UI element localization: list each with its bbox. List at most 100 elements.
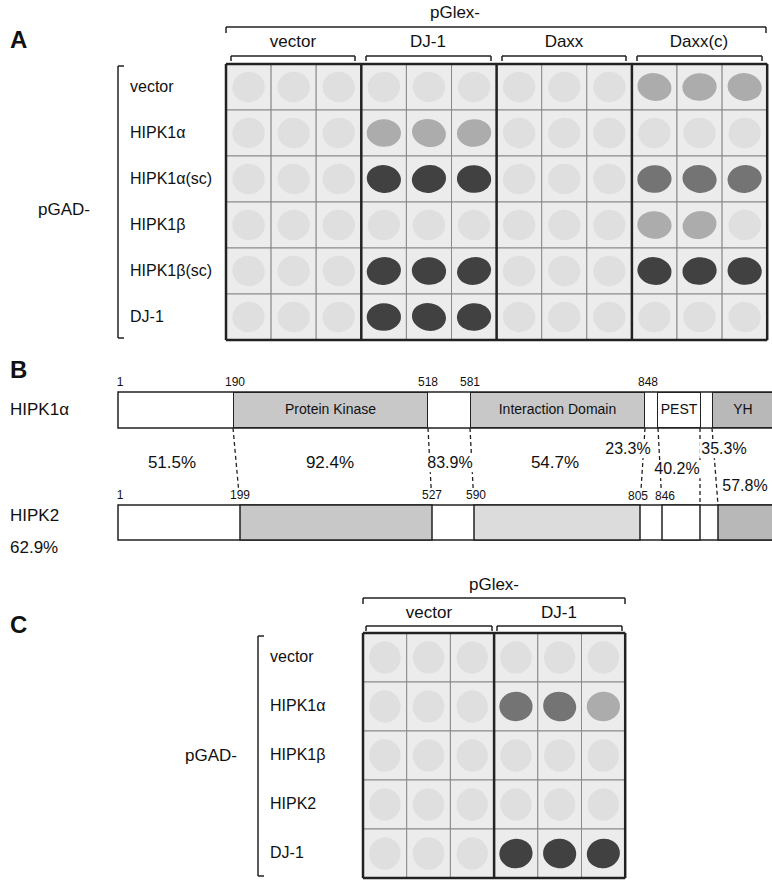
row-label: HIPK2 [268,795,318,813]
grid-cell [722,156,767,202]
yeast-spot [365,638,404,677]
yeast-spot [454,639,491,677]
grid-cell [226,156,271,202]
yeast-spot [411,70,447,104]
grid-cell [407,731,451,780]
bracket [502,55,626,57]
grid-cell [587,294,632,340]
grid-cell [363,731,407,780]
column-header: vector [268,33,318,52]
yeast-spot [728,210,761,241]
yeast-spot [546,299,583,334]
grid-cell [582,829,626,878]
protein-name: HIPK2 [8,507,61,526]
yeast-spot [367,688,403,724]
grid-cell [450,731,494,780]
grid-cell [316,64,361,110]
group-divider [225,64,228,340]
yeast-spot [593,72,626,103]
identity-percent: 40.2% [652,460,701,478]
grid-cell [587,202,632,248]
grid-cell [407,829,451,878]
grid-cell [494,633,538,682]
yeast-spot [636,164,672,194]
group-divider [624,633,627,878]
yeast-spot [366,70,401,104]
grid-cell [452,156,497,202]
yeast-spot [366,303,401,331]
yeast-spot [455,69,492,105]
grid-cell [271,202,316,248]
residue-number: 846 [653,490,677,503]
yeast-spot [412,836,446,870]
grid-cell [316,202,361,248]
grid-cell [452,202,497,248]
yeast-spot [455,207,493,243]
grid-cell [542,202,587,248]
yeast-spot [548,164,580,194]
grid-cell [632,294,677,340]
yeast-spot [364,206,403,244]
yeast-spot [584,836,623,872]
residue-number: 199 [228,489,252,502]
residue-number: 581 [458,376,482,389]
grid-cell [587,248,632,294]
yeast-spot [319,298,358,335]
group-divider [631,64,634,340]
identity-percent: 35.3% [699,440,748,458]
yeast-spot [369,739,401,772]
yeast-spot [542,737,578,774]
yeast-spot [542,640,577,676]
yeast-spot [635,254,674,287]
domain-name: PEST [661,402,698,417]
grid-cell [450,829,494,878]
column-header: DJ-1 [539,604,579,623]
grid-cell [271,248,316,294]
residue-number: 1 [115,376,126,389]
column-header: Daxx(c) [668,33,731,52]
grid-cell [722,202,767,248]
row-label: HIPK1β [128,216,187,234]
bracket [624,598,626,604]
grid-cell [677,110,722,156]
yeast-spot [501,115,538,151]
yeast-spot [590,161,628,198]
grid-cell [271,156,316,202]
identity-percent: 54.7% [529,454,581,473]
yeast-spot [585,639,622,676]
grid-cell [677,156,722,202]
protein-name: HIPK1α [8,401,71,420]
grid-border [226,339,767,342]
grid-cell [316,248,361,294]
grid-cell [407,682,451,731]
bracket [366,55,491,57]
domain-segment [718,505,772,540]
grid-cell [361,202,406,248]
yeast-spot [322,209,356,240]
yeast-spot [411,256,448,286]
grid-cell [226,110,271,156]
yeast-spot [503,256,536,287]
grid-cell [452,248,497,294]
grid-cell [677,248,722,294]
grid-cell [722,248,767,294]
yeast-spot [499,692,533,722]
yeast-spot [585,786,622,824]
bracket [354,56,356,61]
bracket [226,26,766,28]
domain-box: PEST [657,392,702,428]
grid-cell [406,202,451,248]
grid-cell [582,633,626,682]
grid-cell [497,202,542,248]
row-label: HIPK1α [128,124,188,142]
yeast-spot [365,255,403,287]
grid-cell [677,294,722,340]
yeast-spot [543,788,576,821]
column-header: DJ-1 [408,33,448,52]
grid-cell [677,202,722,248]
identity-percent: 92.4% [304,454,356,473]
yeast-spot [366,834,404,873]
yeast-spot [277,71,311,102]
